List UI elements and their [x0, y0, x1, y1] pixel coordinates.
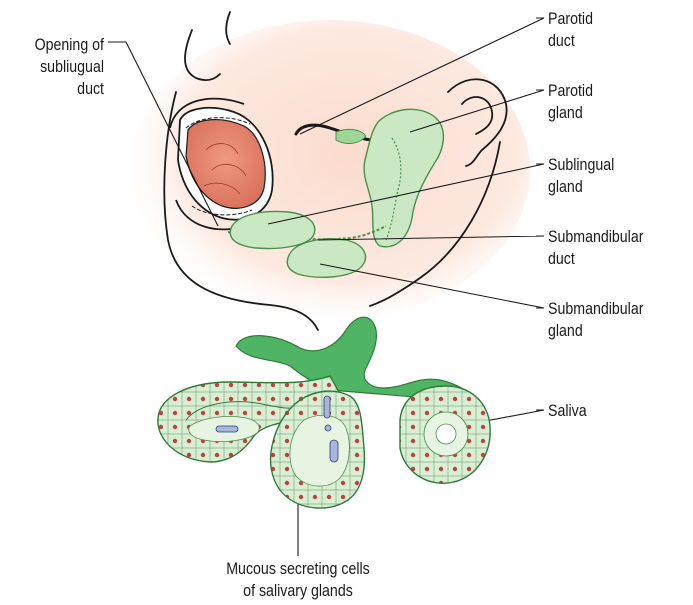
label-opening-subliugual-duct: Opening of subliugual duct: [15, 34, 104, 100]
label-submandibular-gland: Submandibular gland: [548, 298, 643, 342]
label-sublingual-gland: Sublingual gland: [548, 154, 614, 198]
label-saliva: Saliva: [548, 400, 587, 422]
label-parotid-gland: Parotid gland: [548, 80, 593, 124]
label-parotid-duct: Parotid duct: [548, 8, 593, 52]
label-mucous-secreting-cells: Mucous secreting cells of salivary gland…: [212, 558, 384, 602]
label-submandibular-duct: Submandibular duct: [548, 226, 643, 270]
acini-cluster: [158, 317, 490, 508]
